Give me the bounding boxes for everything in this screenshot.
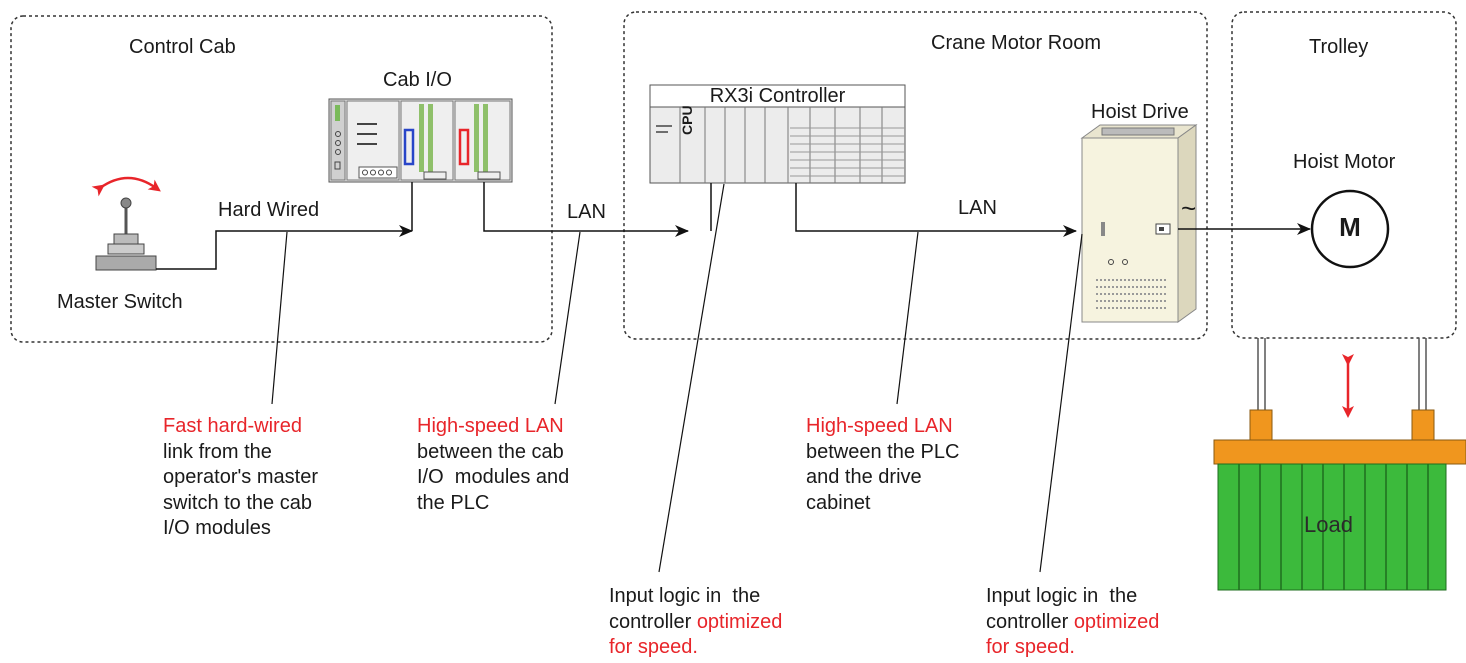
lan-label-2: LAN bbox=[958, 197, 997, 219]
note-input-logic-2-line-2: controller optimized bbox=[986, 610, 1159, 636]
load-icon bbox=[1213, 409, 1466, 591]
note-input-logic-1-optimized: optimized bbox=[696, 610, 783, 633]
cab-io-label: Cab I/O bbox=[383, 69, 452, 91]
master-switch-icon bbox=[91, 176, 161, 271]
note-fast-hardwired-line-1: link from the bbox=[163, 440, 272, 463]
note-input-logic-1-plain: controller bbox=[609, 610, 697, 633]
rx3i-controller-label: RX3i Controller bbox=[709, 85, 846, 107]
motor-m-symbol: M bbox=[1339, 212, 1361, 242]
crane-motor-room-zone bbox=[623, 11, 1208, 340]
rx3i-controller-icon bbox=[649, 84, 906, 184]
master-switch-label: Master Switch bbox=[57, 291, 183, 313]
trolley-title: Trolley bbox=[1309, 36, 1369, 58]
lan-link-1 bbox=[483, 182, 689, 237]
note-input-logic-2-line-1: Input logic in the bbox=[986, 585, 1138, 607]
note-lan-cab-plc-line-3: the PLC bbox=[417, 491, 490, 514]
lan-link-2 bbox=[795, 183, 1077, 237]
note-fast-hardwired-highlight: Fast hard-wired bbox=[163, 415, 302, 437]
load-label: Load bbox=[1304, 512, 1353, 537]
note-input-logic-2-line-3: for speed. bbox=[986, 636, 1075, 658]
note-lan-cab-plc-line-1: between the cab bbox=[417, 440, 564, 463]
note-lan-plc-drive-highlight: High-speed LAN bbox=[806, 415, 953, 437]
note-fast-hardwired: Fast hard-wired link from the operator's… bbox=[163, 414, 318, 542]
hard-wired-link bbox=[156, 225, 413, 270]
hard-wired-label: Hard Wired bbox=[218, 199, 320, 221]
trolley-zone bbox=[1231, 11, 1457, 339]
hoist-cables bbox=[1257, 338, 1427, 412]
callout-input2-leader bbox=[1039, 233, 1083, 573]
control-cab-title: Control Cab bbox=[129, 36, 236, 58]
note-input-logic-1-line-1: Input logic in the bbox=[609, 585, 761, 607]
callout-lan2-leader bbox=[896, 231, 919, 405]
note-input-logic-2-optimized: optimized bbox=[1073, 610, 1160, 633]
note-fast-hardwired-line-2: operator's master bbox=[163, 466, 318, 488]
lan-label-1: LAN bbox=[567, 201, 606, 223]
hoist-motor-icon bbox=[1310, 189, 1390, 269]
hoist-drive-label: Hoist Drive bbox=[1091, 101, 1189, 123]
hoist-drive-icon bbox=[1080, 124, 1198, 323]
note-fast-hardwired-line-3: switch to the cab bbox=[163, 491, 312, 514]
control-cab-zone bbox=[10, 15, 553, 343]
cpu-label: CPU bbox=[679, 105, 695, 135]
note-fast-hardwired-line-4: I/O modules bbox=[163, 517, 271, 539]
note-lan-cab-plc: High-speed LAN between the cab I/O modul… bbox=[417, 414, 569, 516]
note-input-logic-1: Input logic in the controller optimized … bbox=[609, 584, 782, 661]
note-input-logic-1-line-2: controller optimized bbox=[609, 610, 782, 636]
callout-hardwired-leader bbox=[271, 231, 288, 405]
note-lan-plc-drive-line-2: and the drive bbox=[806, 466, 922, 488]
cab-io-rack-icon bbox=[328, 98, 513, 183]
crane-motor-room-title: Crane Motor Room bbox=[931, 32, 1102, 54]
note-lan-cab-plc-line-2: I/O modules and bbox=[417, 466, 570, 488]
note-input-logic-2: Input logic in the controller optimized … bbox=[986, 584, 1159, 661]
note-lan-plc-drive-line-1: between the PLC bbox=[806, 440, 960, 463]
note-lan-cab-plc-highlight: High-speed LAN bbox=[417, 415, 564, 437]
callout-input1-leader bbox=[658, 183, 725, 573]
note-lan-plc-drive: High-speed LAN between the PLC and the d… bbox=[806, 414, 959, 516]
note-input-logic-2-plain: controller bbox=[986, 610, 1074, 633]
callout-lan1-leader bbox=[554, 231, 581, 405]
hoist-motor-label: Hoist Motor bbox=[1293, 151, 1396, 173]
note-input-logic-1-line-3: for speed. bbox=[609, 636, 698, 658]
note-lan-plc-drive-line-3: cabinet bbox=[806, 491, 871, 514]
ac-power-symbol: ~ bbox=[1181, 193, 1197, 223]
